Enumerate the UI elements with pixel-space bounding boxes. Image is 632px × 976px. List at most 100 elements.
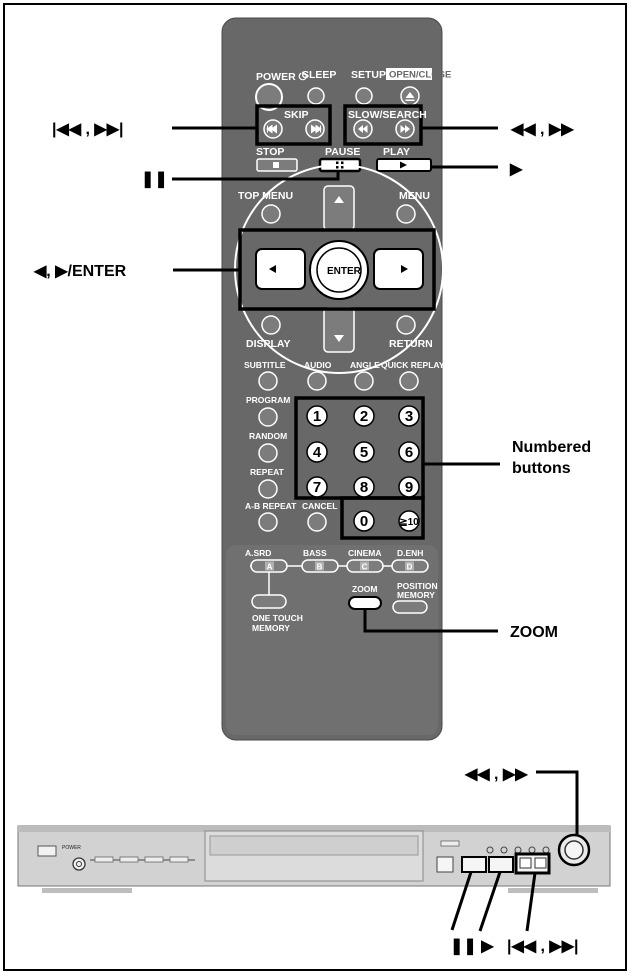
subtitle-button[interactable] [258,371,278,391]
random-button[interactable] [258,443,278,463]
repeat-button[interactable] [258,479,278,499]
program-button[interactable] [258,407,278,427]
down-arrow-icon [334,335,344,342]
zoom-button[interactable] [348,596,382,610]
display-button[interactable] [261,315,281,335]
setup-button[interactable] [355,87,373,105]
player-pause-button[interactable] [461,856,487,873]
ab-repeat-button[interactable] [258,512,278,532]
quick-replay-button[interactable] [399,371,419,391]
skip-label: SKIP [284,109,309,121]
subtitle-label: SUBTITLE [244,360,286,370]
pause-label: PAUSE [325,146,360,158]
angle-button[interactable] [354,371,374,391]
digit-6-button[interactable] [398,441,420,463]
one-touch-memory-button[interactable] [251,594,287,609]
bass-label: BASS [303,548,327,558]
open-close-label: OPEN/CLOSE [389,70,451,81]
stop-label: STOP [256,146,284,158]
sleep-button[interactable] [307,87,325,105]
audio-label: AUDIO [304,360,332,370]
digit-7-button[interactable] [306,476,328,498]
callout-search: ◀◀ , ▶▶ [510,121,574,138]
cancel-label: CANCEL [302,501,337,511]
enter-button[interactable] [316,247,362,293]
digit-10plus-label: ≧10 [399,517,419,528]
player-skip-forward-button[interactable] [534,857,547,869]
player-power-button[interactable] [37,845,57,857]
callout-numbered-2: buttons [512,460,571,477]
digit-2-button[interactable] [353,405,375,427]
slow-search-label: SLOW/SEARCH [348,109,427,121]
menu-button[interactable] [396,204,416,224]
player-jog-dial-center [564,840,584,860]
digit-8-button[interactable] [353,476,375,498]
callout-pause-line [172,171,340,181]
play-label: PLAY [383,146,410,158]
display-label: DISPLAY [246,338,291,350]
skip-forward-icon [311,124,322,134]
cancel-button[interactable] [307,512,327,532]
right-button[interactable] [373,248,424,290]
play-icon [400,161,407,169]
setup-label: SETUP [351,69,386,81]
digit-9-button[interactable] [398,476,420,498]
digit-1-button[interactable] [306,405,328,427]
top-menu-button[interactable] [261,204,281,224]
digit-0-label: 0 [360,513,368,530]
svg-text:POWER: POWER [62,845,81,851]
digit-5-button[interactable] [353,441,375,463]
skip-highlight-box [255,104,332,146]
digit-4-button[interactable] [306,441,328,463]
player-skip-back-button[interactable] [519,857,532,869]
ab-repeat-label: A-B REPEAT [245,501,297,511]
player-foot-left [42,888,132,893]
remote-lower-panel [226,545,438,735]
denh-label: D.ENH [397,548,423,558]
up-button[interactable] [323,185,355,231]
open-close-label-box [386,68,432,80]
callout-play: ▶ [509,161,523,178]
player-play-button[interactable] [488,856,514,873]
left-arrow-icon [269,265,276,273]
enter-label: ENTER [327,266,362,277]
digit-3-button[interactable] [398,405,420,427]
digit-6-label: 6 [405,444,413,461]
return-button[interactable] [396,315,416,335]
callout-player-skip: |◀◀ , ▶▶| [507,938,579,955]
key-d-label: D [407,563,413,572]
repeat-label: REPEAT [250,467,285,477]
callout-player-pause-play: ❚❚ ▶ [450,938,494,956]
digit-3-label: 3 [405,408,413,425]
callout-skip: |◀◀ , ▶▶| [52,121,124,138]
digit-0-button[interactable] [353,510,375,532]
rewind-icon [358,125,368,133]
audio-button[interactable] [307,371,327,391]
player-dial-small[interactable] [72,857,86,871]
return-label: RETURN [389,338,433,350]
fast-forward-icon [400,125,410,133]
player-stop-button[interactable] [436,856,454,873]
down-button[interactable] [323,307,355,353]
key-c-label: C [362,563,368,572]
callout-player-search: ◀◀ , ▶▶ [464,766,528,783]
left-button[interactable] [255,248,306,290]
digit-9-label: 9 [405,479,413,496]
callout-player-pause-line [450,871,473,931]
one-touch-memory-label-2: MEMORY [252,623,290,633]
callout-player-skip-line [525,872,537,932]
callout-player-search-line [536,770,579,835]
digit-7-label: 7 [313,479,321,496]
digit-1-label: 1 [313,408,321,425]
callout-zoom: ZOOM [510,624,558,641]
position-memory-button[interactable] [392,600,428,614]
key-b-label: B [317,563,323,572]
digit-10plus-button[interactable] [398,510,420,532]
power-button[interactable] [255,83,283,111]
player-open-close-button[interactable] [440,840,460,847]
numpad-keys: 1 2 3 4 5 6 7 8 9 0 ≧10 [306,405,420,532]
skip-back-icon [266,124,277,134]
angle-label: ANGLE [350,360,380,370]
search-highlight-box [343,104,423,146]
right-arrow-icon [401,265,408,273]
